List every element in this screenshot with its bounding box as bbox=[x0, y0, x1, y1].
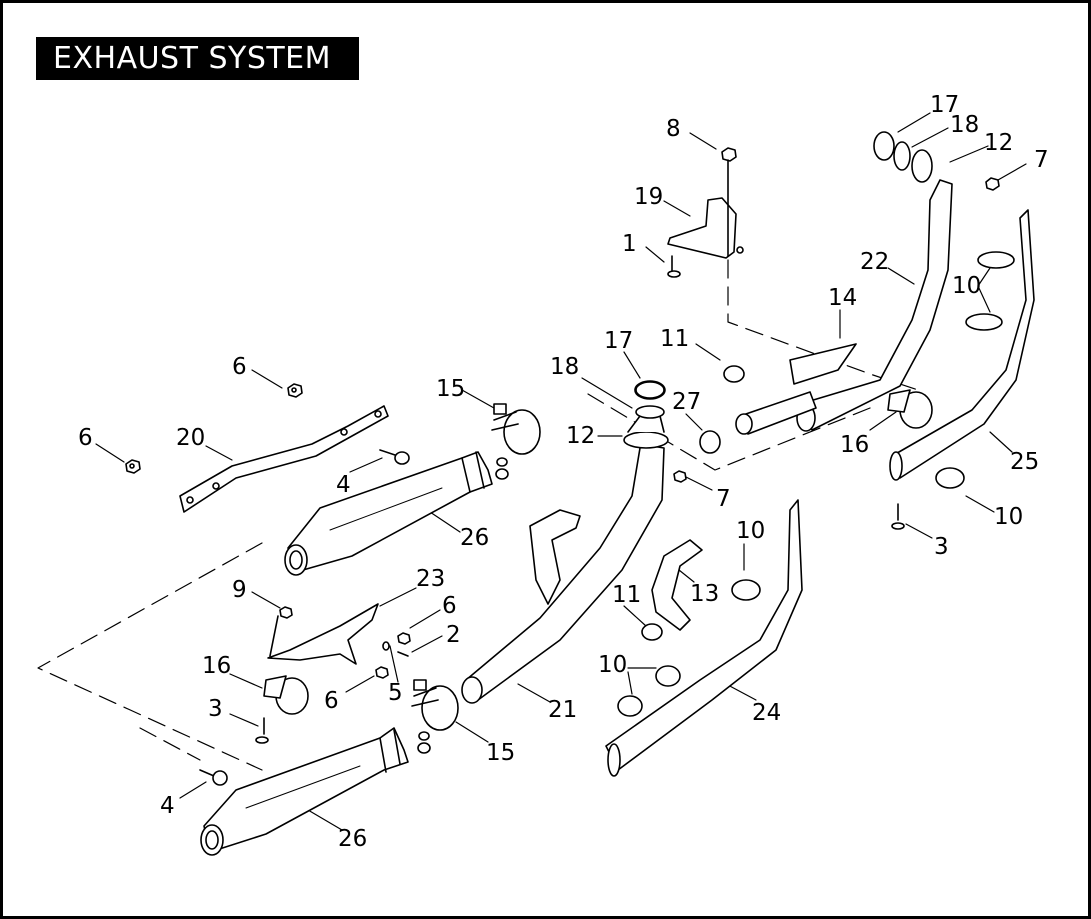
callout-24: 24 bbox=[752, 700, 781, 726]
callout-10: 10 bbox=[994, 504, 1023, 530]
callout-2: 2 bbox=[446, 622, 461, 648]
heat-shield-25 bbox=[889, 209, 1035, 481]
clamp-16 bbox=[263, 389, 933, 715]
callout-15: 15 bbox=[436, 376, 465, 402]
callout-4: 4 bbox=[160, 793, 175, 819]
crossover-pipe bbox=[651, 539, 703, 631]
callout-12: 12 bbox=[984, 130, 1013, 156]
callout-26: 26 bbox=[460, 525, 489, 551]
callout-25: 25 bbox=[1010, 449, 1039, 475]
callout-3: 3 bbox=[208, 696, 223, 722]
callout-12: 12 bbox=[566, 423, 595, 449]
callout-labels: 8 19 1 17 18 12 7 22 10 14 11 17 18 27 1… bbox=[78, 92, 1049, 852]
callout-19: 19 bbox=[634, 184, 663, 210]
mount-bracket bbox=[179, 405, 389, 513]
header-pipe-front bbox=[735, 131, 953, 435]
callout-20: 20 bbox=[176, 425, 205, 451]
callout-1: 1 bbox=[622, 231, 637, 257]
callout-21: 21 bbox=[548, 697, 577, 723]
callout-10: 10 bbox=[952, 273, 981, 299]
bracket-19 bbox=[667, 159, 744, 259]
spacer-27 bbox=[699, 430, 721, 454]
callout-10: 10 bbox=[736, 518, 765, 544]
callout-5: 5 bbox=[388, 680, 403, 706]
clamp-15 bbox=[411, 403, 541, 731]
callout-8: 8 bbox=[666, 116, 681, 142]
callout-16: 16 bbox=[840, 432, 869, 458]
callout-7: 7 bbox=[1034, 147, 1049, 173]
callout-18: 18 bbox=[550, 354, 579, 380]
callout-7: 7 bbox=[716, 486, 731, 512]
bracket-23 bbox=[267, 603, 379, 665]
callout-26: 26 bbox=[338, 826, 367, 852]
callout-13: 13 bbox=[690, 581, 719, 607]
callout-6: 6 bbox=[324, 688, 339, 714]
callout-6: 6 bbox=[232, 354, 247, 380]
callout-17: 17 bbox=[604, 328, 633, 354]
assembly-lines bbox=[37, 259, 919, 771]
callout-22: 22 bbox=[860, 249, 889, 275]
callout-3: 3 bbox=[934, 534, 949, 560]
hose-clamps bbox=[617, 251, 1015, 717]
callout-6: 6 bbox=[78, 425, 93, 451]
callout-4: 4 bbox=[336, 472, 351, 498]
callout-17: 17 bbox=[930, 92, 959, 118]
heat-shield-24 bbox=[605, 499, 803, 777]
callout-9: 9 bbox=[232, 577, 247, 603]
header-pipe-rear bbox=[461, 381, 669, 704]
gasket-17 bbox=[634, 380, 666, 400]
muffler-upper bbox=[284, 451, 493, 576]
callout-16: 16 bbox=[202, 653, 231, 679]
callout-6: 6 bbox=[442, 593, 457, 619]
callout-11: 11 bbox=[612, 582, 641, 608]
diagram-title: EXHAUST SYSTEM bbox=[36, 37, 359, 80]
callout-23: 23 bbox=[416, 566, 445, 592]
callout-27: 27 bbox=[672, 389, 701, 415]
callout-11: 11 bbox=[660, 326, 689, 352]
callout-14: 14 bbox=[828, 285, 857, 311]
callout-10: 10 bbox=[598, 652, 627, 678]
muffler-lower bbox=[200, 727, 409, 856]
callout-15: 15 bbox=[486, 740, 515, 766]
hardware bbox=[125, 147, 1000, 786]
callout-18: 18 bbox=[950, 112, 979, 138]
leader-lines bbox=[95, 112, 1027, 831]
